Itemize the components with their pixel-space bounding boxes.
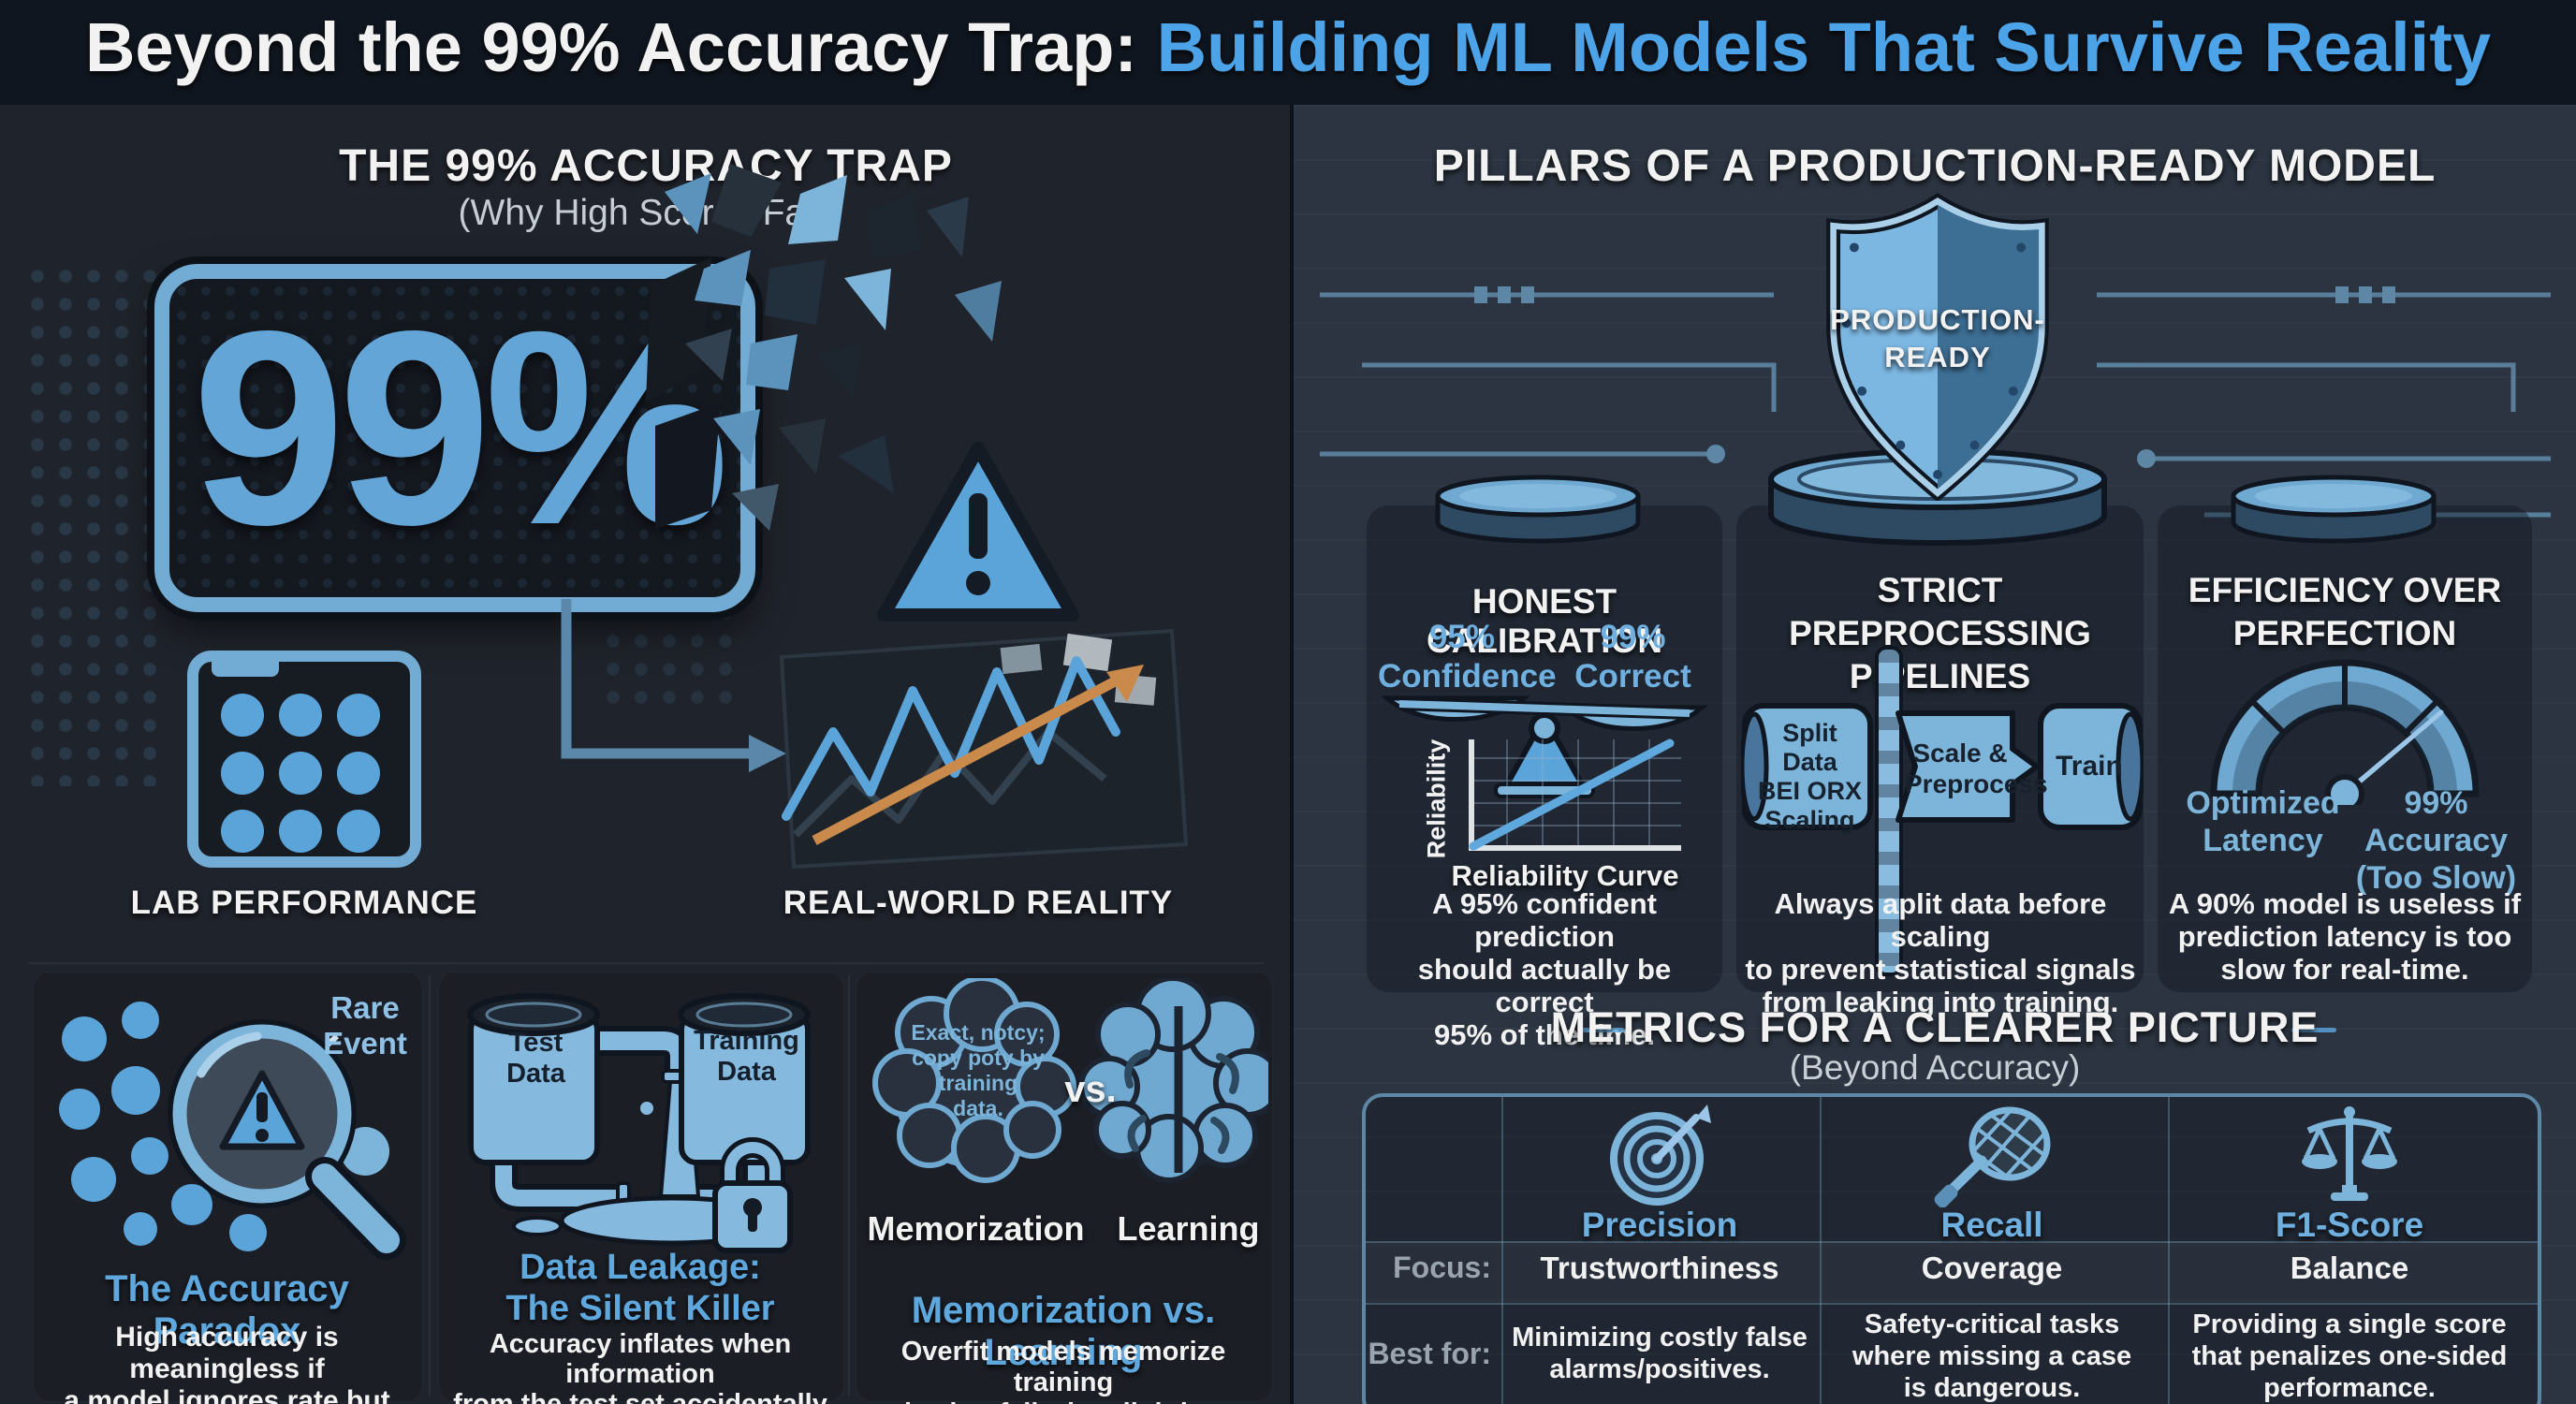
row-label-best-for: Best for: bbox=[1368, 1337, 1491, 1370]
pipe-stage2-label: Scale & Preprocess bbox=[1905, 739, 2048, 798]
table-divider bbox=[1366, 1241, 2538, 1243]
metric-name-recall: Recall bbox=[1940, 1206, 2043, 1244]
table-divider bbox=[1366, 1303, 2538, 1305]
page-title-blue: Building ML Models That Survive Reality bbox=[1156, 8, 2492, 86]
card2-body: Accuracy inflates when information from … bbox=[453, 1329, 827, 1404]
card3-title: Memorization vs. Learning bbox=[911, 1290, 1216, 1373]
tank-right-label: Training Data bbox=[694, 1026, 799, 1087]
pipeline-icon bbox=[1741, 703, 2144, 830]
warning-triangle-icon bbox=[877, 442, 1079, 622]
page-title-white: Beyond the 99% Accuracy Trap: bbox=[84, 8, 1157, 86]
monitor-icon bbox=[187, 651, 421, 868]
pedestal-icon bbox=[2231, 475, 2437, 544]
divider bbox=[28, 962, 1264, 964]
table-divider bbox=[1820, 1097, 1822, 1404]
best-recall: Safety-critical tasks where missing a ca… bbox=[1852, 1309, 2132, 1403]
title-bar bbox=[0, 0, 2576, 105]
pedestal-icon bbox=[1435, 475, 1641, 544]
flow-arrow-icon bbox=[561, 599, 786, 772]
monitor-tab-icon bbox=[212, 658, 279, 677]
card1-title: The Accuracy Paradox bbox=[105, 1268, 349, 1352]
table-divider bbox=[2168, 1097, 2170, 1404]
pillar2-title: STRICT PREPROCESSING PIPELINES bbox=[1789, 571, 2091, 695]
rare-event-callout: Rare Event bbox=[323, 990, 407, 1060]
shield-label: PRODUCTION- READY bbox=[1830, 303, 2045, 373]
gauge-left-label: Optimized Latency bbox=[2186, 785, 2340, 858]
scale-right-label: 99% Correct bbox=[1574, 619, 1691, 695]
table-divider bbox=[1501, 1097, 1503, 1404]
scales-icon bbox=[2302, 1106, 2397, 1201]
focus-row-highlight bbox=[1366, 1241, 2538, 1303]
metrics-header: METRICS FOR A CLEARER PICTURE bbox=[1550, 1003, 2320, 1051]
row-label-focus: Focus: bbox=[1393, 1250, 1491, 1284]
focus-recall: Coverage bbox=[1921, 1250, 2063, 1285]
header-dash bbox=[1580, 1028, 1625, 1032]
brains-icon bbox=[872, 978, 1268, 1183]
pixel-field-icon bbox=[23, 262, 164, 786]
card2-title: Data Leakage: The Silent Killer bbox=[505, 1248, 775, 1328]
best-f1: Providing a single score that penalizes … bbox=[2191, 1309, 2508, 1403]
pipe-stage3-label: Train bbox=[2056, 751, 2123, 782]
balance-scale-icon bbox=[1381, 695, 1708, 798]
pixel-field-icon bbox=[599, 599, 739, 711]
card1-body: High accuracy is meaningless if a model … bbox=[64, 1322, 390, 1404]
net-icon bbox=[1934, 1106, 2051, 1207]
pillar3-title: EFFICIENCY OVER PERFECTION bbox=[2188, 571, 2502, 652]
shield-icon bbox=[1826, 193, 2049, 501]
reliability-chart-icon bbox=[1469, 739, 1681, 851]
memorization-label: Memorization bbox=[867, 1209, 1085, 1248]
divider bbox=[848, 975, 850, 1397]
target-icon bbox=[1610, 1104, 1711, 1206]
page-title: Beyond the 99% Accuracy Trap: Building M… bbox=[0, 7, 2576, 87]
reliability-caption: Reliability Curve bbox=[1451, 859, 1679, 892]
magnifier-icon bbox=[59, 1002, 406, 1260]
pipe-stage1-label: Split Data BEI ORX Scaling bbox=[1757, 719, 1863, 834]
panel-divider bbox=[1290, 105, 1294, 1404]
pillar1-title: HONEST CALIBRATION bbox=[1426, 582, 1663, 660]
metric-name-precision: Precision bbox=[1581, 1206, 1738, 1244]
best-precision: Minimizing costly false alarms/positives… bbox=[1512, 1323, 1808, 1384]
card3-body: Overfit models memorize training noise b… bbox=[871, 1337, 1256, 1404]
memorization-brain-icon bbox=[872, 978, 1076, 1183]
focus-precision: Trustworthiness bbox=[1540, 1250, 1779, 1285]
divider bbox=[429, 975, 431, 1397]
metrics-table bbox=[1362, 1093, 2541, 1404]
left-header: THE 99% ACCURACY TRAP bbox=[339, 141, 953, 191]
lab-performance-label: LAB PERFORMANCE bbox=[130, 885, 478, 921]
gauge-icon bbox=[2210, 659, 2480, 805]
header-dash bbox=[2291, 1028, 2336, 1032]
tank-left-label: Test Data bbox=[506, 1028, 565, 1089]
gauge-right-label: 99% Accuracy (Too Slow) bbox=[2355, 785, 2517, 896]
scale-left-label: 95% Confidence bbox=[1378, 619, 1557, 695]
monitor-dot-grid-icon bbox=[221, 694, 389, 853]
reliability-ylabel: Reliability bbox=[1422, 739, 1451, 859]
learning-label: Learning bbox=[1117, 1209, 1260, 1248]
pillar2-body: Always aplit data before scaling to prev… bbox=[1745, 887, 2136, 1018]
trend-chaos-icon bbox=[779, 628, 1189, 870]
focus-f1: Balance bbox=[2290, 1250, 2409, 1285]
pillar3-body: A 90% model is useless if prediction lat… bbox=[2168, 887, 2522, 986]
vs-label: vs. bbox=[1064, 1069, 1117, 1110]
big-99-score: 99% bbox=[192, 273, 729, 582]
pillar1-body: A 95% confident prediction should actual… bbox=[1417, 887, 1672, 1051]
memorization-brain-text: Exact, notcy; copy poty by training data… bbox=[911, 1020, 1046, 1120]
right-header: PILLARS OF A PRODUCTION-READY MODEL bbox=[1433, 141, 2437, 191]
shatter-shards-icon bbox=[646, 164, 1002, 531]
real-world-label: REAL-WORLD REALITY bbox=[783, 885, 1174, 921]
shield-pedestal-icon bbox=[1768, 448, 2107, 546]
metrics-subheader: (Beyond Accuracy) bbox=[1789, 1048, 2081, 1087]
metric-name-f1: F1-Score bbox=[2275, 1206, 2424, 1244]
leaking-tanks-icon bbox=[467, 993, 811, 1253]
